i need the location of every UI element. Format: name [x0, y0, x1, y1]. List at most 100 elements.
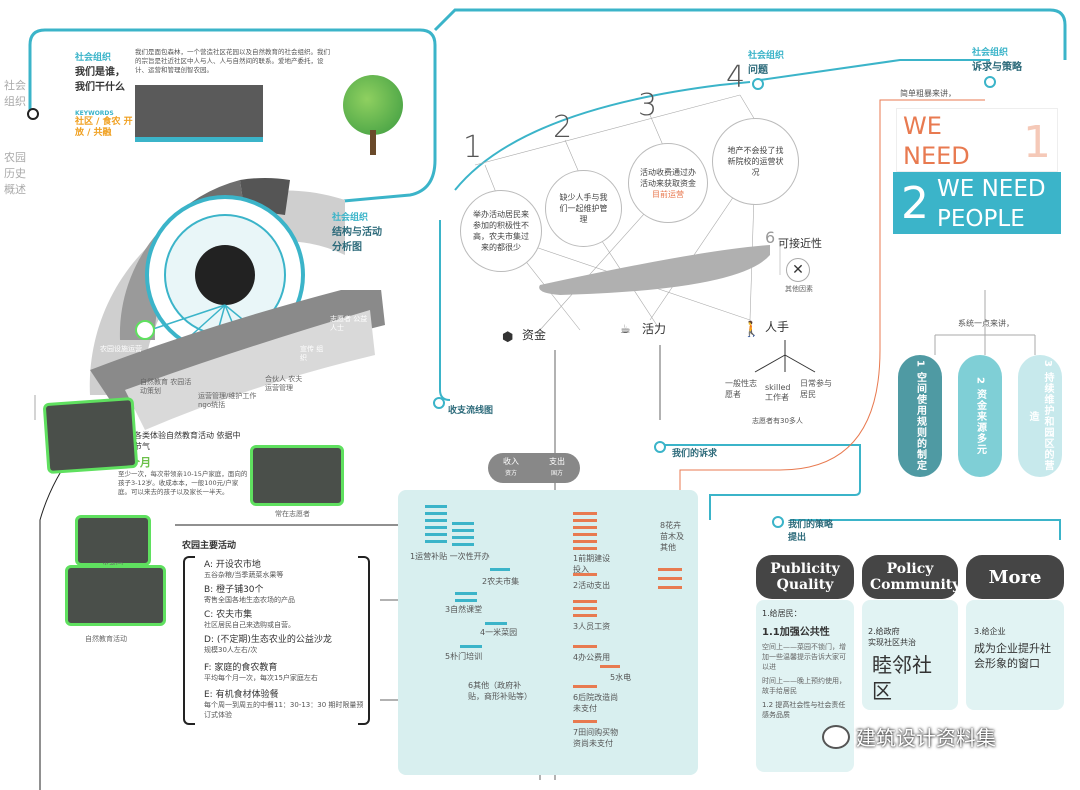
problem-bubble: 缺少人手与我们一起维护管理: [545, 170, 622, 247]
col1-text2: 时间上——晚上预约使用，故手给居民: [762, 677, 846, 695]
team-photo: [135, 85, 263, 142]
activity-detail: 五谷杂粮/当季蔬菜水果等: [204, 571, 284, 579]
appeal-header: 社会组织 诉求与策略: [972, 45, 1022, 73]
problems-dot[interactable]: [752, 78, 764, 90]
appeal-dot[interactable]: [654, 441, 666, 453]
need-people-box: 2 WE NEED PEOPLE: [893, 172, 1061, 234]
funding-label: 资金: [522, 328, 547, 342]
our-appeal-label: 我们的诉求: [672, 449, 718, 459]
appeal-pill: 2 资金来源多元: [958, 355, 1002, 477]
problems-title: 问题: [748, 65, 768, 76]
appeal-pill: 3 持续维护和园区的营造: [1018, 355, 1062, 477]
bubble-text: 活动收费通过办活动来获取资金: [640, 167, 696, 188]
people-tree: [754, 340, 816, 373]
flow-in-item: 5朴门培训: [445, 652, 483, 661]
activities-bracket-right: [358, 556, 370, 725]
strategy-box-text: More: [988, 566, 1042, 588]
problem-bubble: 活动收费通过办活动来获取资金 目前运营: [628, 143, 708, 223]
problem-num: 3: [638, 88, 658, 123]
activity-item: E: 有机食材体验餐 每个周一到周五的中餐11：30-13：30 期时限量预订式…: [204, 687, 364, 719]
nav-item: 农园: [4, 151, 26, 164]
flow-out-item: 2活动支出: [573, 581, 611, 590]
activity-detail: 每个周一到周五的中餐11：30-13：30 期时限量预订式体验: [204, 701, 364, 719]
org-q1: 我们是谁，: [75, 67, 125, 78]
flow-in-item: 2农夫市集: [482, 577, 520, 586]
nav-item: 组织: [4, 95, 26, 108]
flow-in-item: 1运营补贴 一次性开办: [410, 552, 490, 561]
col2-title: 2.给政府: [868, 627, 900, 636]
strategy-box[interactable]: More: [966, 555, 1064, 599]
other-factors: 其他因素: [785, 285, 813, 293]
activity-label: C: 农夫市集: [204, 610, 253, 620]
activities-list: A: 开设农市地 五谷杂粮/当季蔬菜水果等 B: 橙子铺30个 寄售全国各地生态…: [204, 557, 364, 719]
flow-out: 支出: [549, 457, 565, 466]
flow-in-item: 6其他（政府补贴，商形补贴等）: [468, 681, 532, 701]
col1-title2: 1.2 提高社会性与社会责任感务品质: [762, 701, 846, 719]
activities-title: 农园主要活动: [182, 541, 237, 551]
flow-in-sub: 资方: [504, 470, 517, 477]
need-people-text: WE NEED PEOPLE: [937, 176, 1046, 232]
flow-in: 收入: [503, 457, 519, 466]
structure-title2: 分析图: [332, 242, 362, 253]
flow-out-item: 3人员工资: [573, 622, 611, 631]
flow-toggle[interactable]: 收入 资方 支出 国方: [488, 453, 580, 483]
bubble-text: 缺少人手与我们一起维护管理: [559, 193, 608, 224]
appeal-brief: 简单粗暴来讲，: [900, 89, 956, 98]
need-people-num: 2: [901, 178, 929, 229]
org-tag: 社会组织: [75, 53, 112, 63]
bubble-text: 举办活动居民来参加的积极性不高，农夫市集过来的都很少: [473, 210, 529, 252]
strategy-col: 2.给政府 实现社区共治 睦邻社区: [862, 600, 958, 710]
structure-title1: 结构与活动: [332, 227, 382, 238]
flow-dot[interactable]: [433, 397, 445, 409]
activity-detail: 规模30人左右/次: [204, 646, 258, 654]
access-num: 6: [765, 228, 776, 247]
people-label: 人手: [765, 320, 790, 334]
activities-bracket-left: [183, 556, 195, 725]
appeal-title: 诉求与策略: [972, 62, 1022, 73]
pill-text: 1 空间使用规则的制定: [914, 360, 926, 472]
problem-num: 1: [463, 130, 483, 165]
activity-item: A: 开设农市地 五谷杂粮/当季蔬菜水果等: [204, 557, 364, 582]
activity-label: E: 有机食材体验餐: [204, 690, 279, 700]
appeal-header-dot[interactable]: [984, 76, 996, 88]
people-type: 一般性志愿者: [725, 379, 757, 399]
nav-item: 历史: [4, 167, 26, 180]
nav-item: 社会: [4, 79, 26, 92]
pill-text: 3 持续维护和园区的营造: [1027, 360, 1053, 472]
activity-detail: 寄售全国各地生态农场的产品: [204, 596, 295, 604]
strategy-box[interactable]: Policy Community: [862, 555, 960, 599]
activity-label: 活力: [642, 322, 667, 336]
keywords-label: KEYWORDS: [75, 110, 114, 117]
photo-label: 自然教育活动: [85, 635, 127, 643]
left-nav: 社会 组织 农园 历史 概述: [4, 78, 30, 198]
col1-text: 空间上——菜园不锁门，增加一些温馨提示告诉大家可以进: [762, 643, 846, 671]
outer-label: 运营管理/维护工作 ngo统括: [198, 392, 257, 409]
need-money-box: WE NEED MONEY 1: [896, 108, 1058, 200]
photo-vegetable: [75, 515, 151, 566]
watermark: 建筑设计资料集: [822, 722, 996, 751]
flow-in-item: 4一米菜园: [480, 628, 518, 637]
org-q2: 我们干什么: [75, 82, 125, 93]
activity-item: F: 家庭的食农教育 平均每个月一次，每次15户家庭左右: [204, 660, 364, 687]
funding-icon: ⬢: [502, 330, 514, 345]
photo-volunteers: [250, 445, 344, 506]
strategy-label: 我们的策略提出: [788, 520, 834, 543]
keywords-text: 社区 / 食农 开放 / 共融: [75, 117, 133, 138]
bubble-text: 地产不会投了找新院校的运营状况: [727, 146, 784, 177]
org-header: 社会组织 我们是谁， 我们干什么: [75, 50, 135, 93]
outer-arc: [90, 290, 385, 430]
nav-dot[interactable]: [27, 108, 39, 120]
outer-label: 农园设施运营: [100, 345, 142, 353]
outer-label: 志愿者 公益人士: [330, 315, 368, 332]
bubble-mid: 目前运营: [652, 189, 684, 199]
org-desc: 我们是面包森林，一个营造社区花园以及自然教育的社会组织。我们的宗旨是社近社区中人…: [135, 48, 330, 74]
strategy-dot[interactable]: [772, 516, 784, 528]
festival-detail: 至少一次，每次带领亲10-15户家庭，面向的孩子3-12岁。收成本本，一般100…: [118, 470, 248, 496]
activity-item: C: 农夫市集 社区居民自己来选购或自营。: [204, 607, 364, 632]
problems-tag: 社会组织: [748, 51, 785, 61]
strategy-box[interactable]: Publicity Quality: [756, 555, 854, 599]
wechat-icon: [822, 724, 850, 749]
photo-education: [65, 565, 166, 626]
access-label: 可接近性: [778, 237, 822, 250]
people-icon: 🚶: [742, 320, 761, 338]
